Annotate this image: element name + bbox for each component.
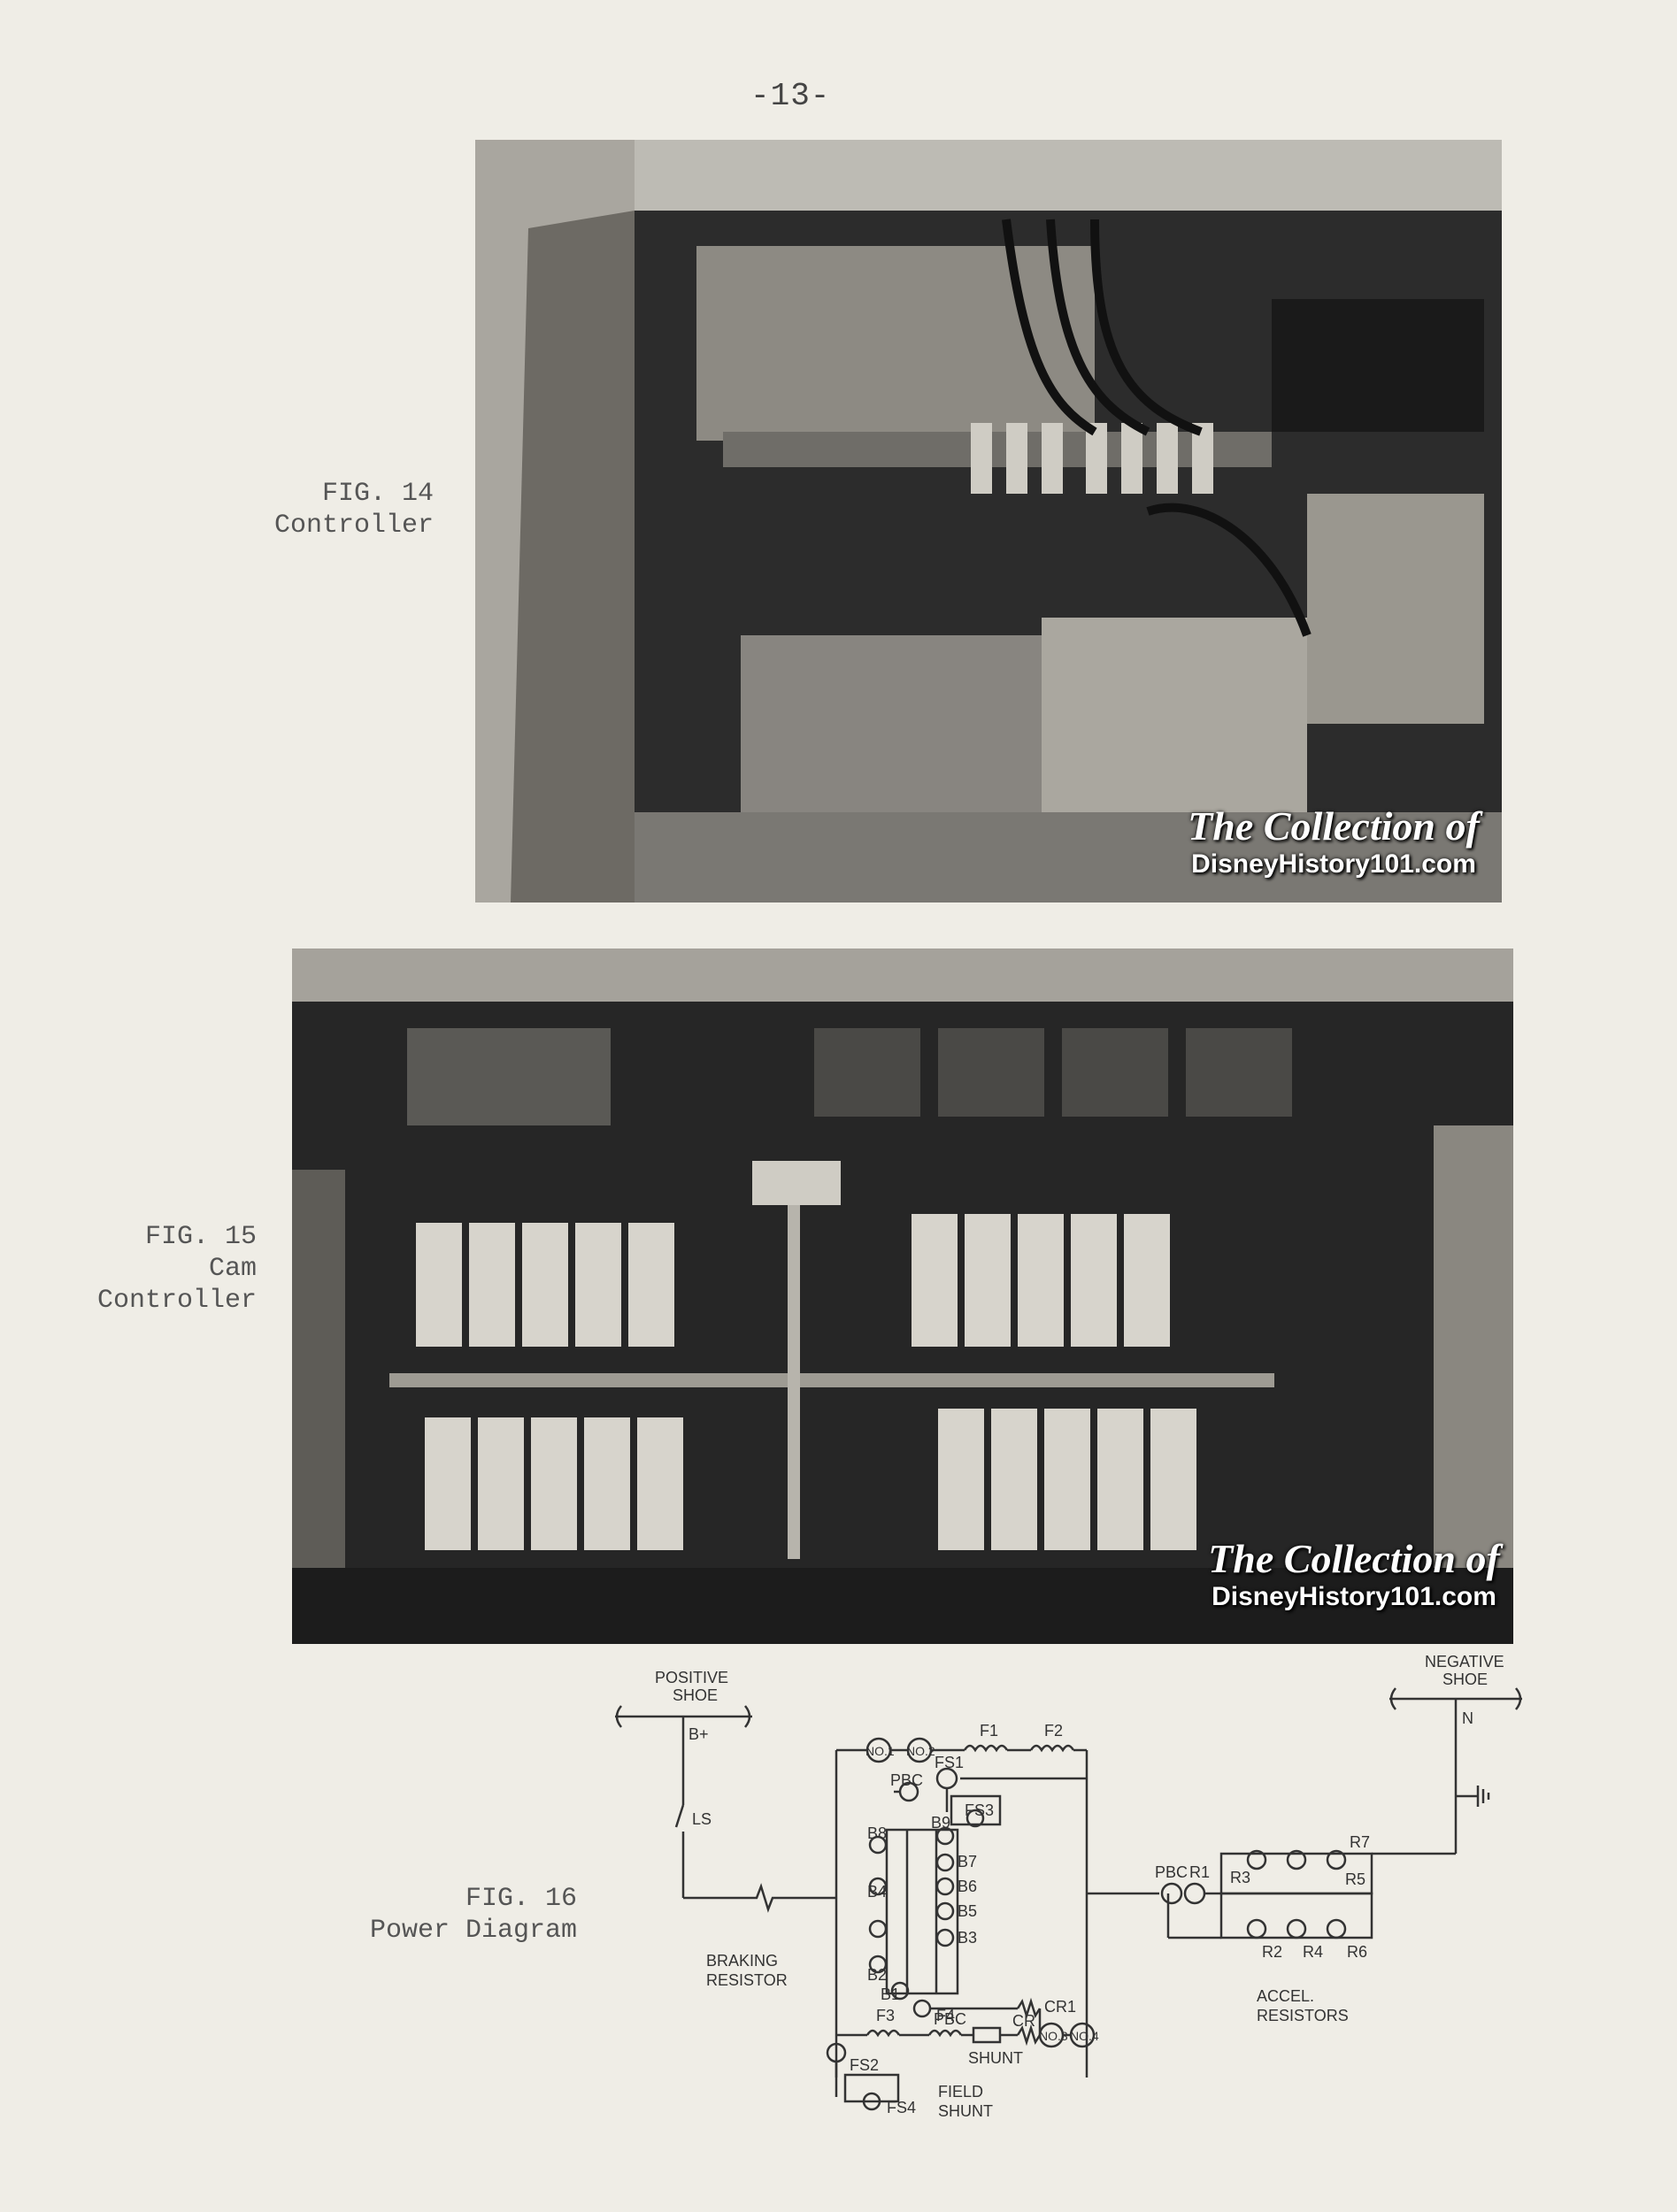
fig15-caption: FIG. 15 Cam Controller — [53, 1221, 257, 1317]
label-b-plus: B+ — [688, 1725, 709, 1743]
label-f3: F3 — [876, 2007, 895, 2024]
label-fs1: FS1 — [935, 1754, 964, 1771]
watermark-line1: The Collection of — [1208, 1536, 1500, 1581]
label-field-shunt-1: FIELD — [938, 2083, 983, 2101]
label-r1: R1 — [1189, 1863, 1210, 1881]
label-no3: NO.3 — [1039, 2029, 1068, 2043]
controller-photo-illustration — [475, 140, 1502, 902]
label-r4: R4 — [1303, 1943, 1323, 1961]
fig15-title-line1: Cam — [208, 1254, 257, 1284]
label-field-shunt-2: SHUNT — [938, 2102, 993, 2120]
label-positive-shoe-2: SHOE — [673, 1686, 718, 1704]
label-n: N — [1462, 1709, 1473, 1727]
label-negative-shoe-2: SHOE — [1442, 1671, 1488, 1688]
label-r3: R3 — [1230, 1869, 1250, 1886]
label-no4: NO.4 — [1070, 2029, 1099, 2043]
label-shunt: SHUNT — [968, 2049, 1023, 2067]
fig14-number: FIG. 14 — [321, 479, 434, 509]
label-positive-shoe-1: POSITIVE — [655, 1669, 728, 1686]
label-b9: B9 — [931, 1814, 950, 1832]
fig15-number: FIG. 15 — [144, 1222, 257, 1252]
label-r6: R6 — [1347, 1943, 1367, 1961]
label-pbc-top: PBC — [890, 1771, 923, 1789]
watermark-line1: The Collection of — [1188, 803, 1480, 849]
label-b2: B2 — [867, 1966, 887, 1984]
label-b6: B6 — [958, 1878, 977, 1895]
label-r5: R5 — [1345, 1870, 1365, 1888]
label-negative-shoe-1: NEGATIVE — [1425, 1655, 1504, 1671]
fig15-title-line2: Controller — [96, 1286, 257, 1316]
label-f2: F2 — [1044, 1722, 1063, 1740]
label-pbc-right: PBC — [1155, 1863, 1188, 1881]
label-cr: CR — [1012, 2012, 1035, 2030]
page-number: -13- — [750, 78, 831, 114]
fig16-caption: FIG. 16 Power Diagram — [319, 1883, 577, 1947]
label-braking-resistor-2: RESISTOR — [706, 1971, 788, 1989]
power-diagram: POSITIVE SHOE NEGATIVE SHOE B+ N LS NO.1… — [615, 1655, 1522, 2120]
label-fs4: FS4 — [887, 2099, 916, 2116]
label-fs3: FS3 — [965, 1801, 994, 1819]
label-b1: B1 — [881, 1985, 900, 2003]
label-b7: B7 — [958, 1853, 977, 1870]
label-b8: B8 — [867, 1824, 887, 1842]
fig16-title: Power Diagram — [369, 1916, 577, 1946]
label-b3: B3 — [958, 1929, 977, 1947]
label-braking-resistor-1: BRAKING — [706, 1952, 778, 1970]
watermark-line2: DisneyHistory101.com — [1212, 1582, 1496, 1611]
label-f1: F1 — [980, 1722, 998, 1740]
label-accel-resistors-1: ACCEL. — [1257, 1987, 1314, 2005]
label-no1: NO.1 — [865, 1744, 895, 1758]
label-fs2: FS2 — [850, 2056, 879, 2074]
fig14-title: Controller — [273, 511, 434, 541]
watermark-line2: DisneyHistory101.com — [1191, 849, 1476, 879]
fig15-watermark: The Collection of DisneyHistory101.com — [1204, 1535, 1504, 1612]
label-r7: R7 — [1350, 1833, 1370, 1851]
label-f4: F4 — [936, 2007, 955, 2024]
label-ls: LS — [692, 1810, 712, 1828]
cam-controller-photo-illustration — [292, 949, 1513, 1644]
fig16-number: FIG. 16 — [465, 1884, 577, 1914]
label-b4: B4 — [867, 1883, 887, 1901]
label-no2: NO.2 — [906, 1744, 935, 1758]
fig15-photo: The Collection of DisneyHistory101.com — [292, 949, 1513, 1644]
label-accel-resistors-2: RESISTORS — [1257, 2007, 1349, 2024]
label-r2: R2 — [1262, 1943, 1282, 1961]
fig14-caption: FIG. 14 Controller — [230, 478, 434, 541]
label-cr1: CR1 — [1044, 1998, 1076, 2016]
label-pbc-mid: PBC — [934, 2010, 966, 2028]
fig14-photo: The Collection of DisneyHistory101.com — [475, 140, 1502, 902]
label-b5: B5 — [958, 1902, 977, 1920]
fig14-watermark: The Collection of DisneyHistory101.com — [1183, 803, 1484, 879]
